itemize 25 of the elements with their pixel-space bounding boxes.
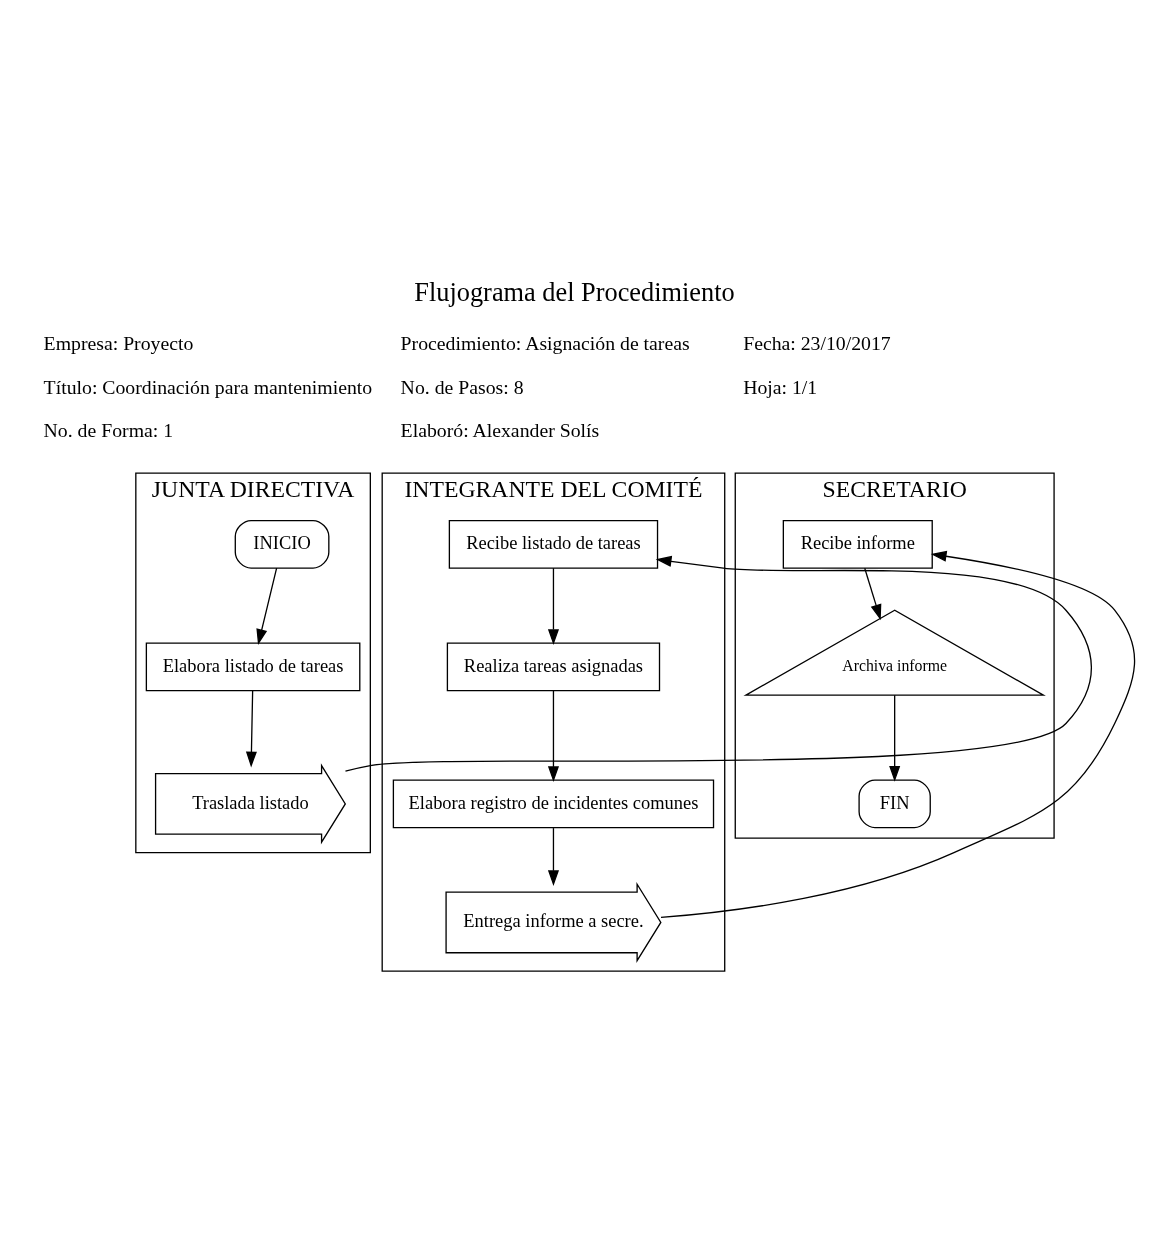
label: Fecha: 23/10/2017 [743,331,891,354]
label: No. de Pasos: 8 [400,375,524,397]
arrow [864,567,882,620]
arrow [889,694,901,782]
label: Empresa: Proyecto [43,331,194,354]
diagram-title: Flujograma del Procedimiento [414,277,735,307]
label: Hoja: 1/1 [743,375,818,397]
node-box: Realiza tareas asignadas [446,642,661,691]
arrow [547,567,559,645]
label: Título: Coordinación para mantenimiento [43,375,373,397]
label: No. de Forma: 1 [43,418,174,441]
node-box: Recibe informe [782,519,933,569]
arrow [547,826,559,886]
arrow [245,689,257,767]
label: Elaboró: Alexander Solís [400,418,600,441]
label: Procedimiento: Asignación de tareas [400,331,690,354]
arrow [547,689,559,782]
node-box: FIN [858,779,931,828]
arrow [344,555,1093,772]
arrow [660,550,1136,918]
arrow [256,567,278,645]
node-box: Elabora listado de tareas [145,642,361,691]
node-box: Recibe listado de tareas [448,519,659,569]
node-box: Elabora registro de incidentes comunes [392,779,715,828]
node-box: INICIO [234,519,330,569]
